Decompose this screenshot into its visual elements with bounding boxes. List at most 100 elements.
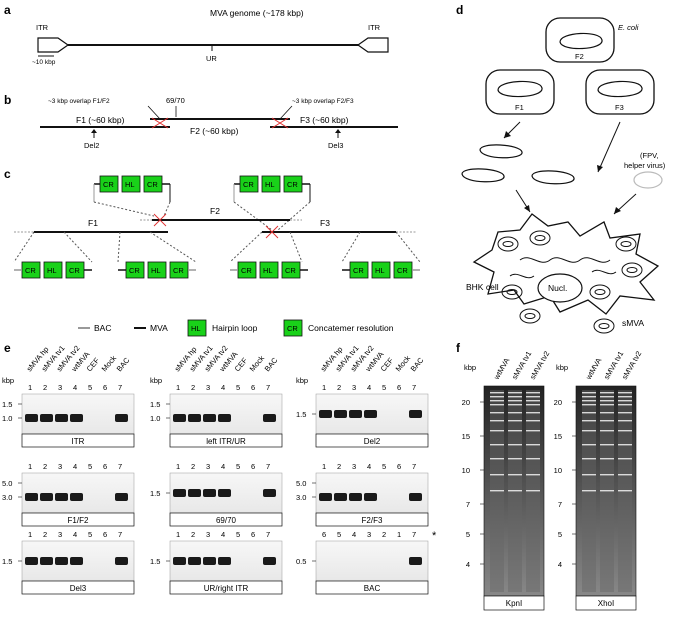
pfge-band (582, 430, 596, 432)
pfge-band (618, 396, 632, 398)
pfge-band (618, 392, 632, 394)
panel-d-workflow: E. coli F2 F1 F3 (FPV, helper virus) Nuc… (461, 17, 666, 334)
asterisk: * (432, 530, 437, 542)
lane-number: 4 (221, 462, 225, 471)
construct-bottom-2: CR HL CR (118, 261, 196, 279)
svg-text:CR: CR (129, 266, 140, 275)
pfge-band (526, 392, 540, 394)
marker-label: 1.0 (2, 414, 12, 423)
lane-number: 5 (382, 383, 386, 392)
construct-bottom-4: CR HL CR (342, 261, 420, 279)
gel-caption: Del3 (70, 584, 87, 593)
lane-label: BAC (263, 355, 280, 373)
pfge-band (582, 490, 596, 492)
gel-band (115, 414, 128, 422)
kbp-label: kbp (150, 376, 162, 385)
gel-band (188, 489, 201, 497)
panel-c-bac-constructs: CR HL CR CR HL CR F2 F1 (13, 175, 421, 279)
lane-number: 2 (43, 383, 47, 392)
pfge-enzyme: XhoI (598, 599, 614, 608)
pfge-caption-box (483, 595, 545, 611)
lane-number: 5 (337, 530, 341, 539)
lane-number: 3 (206, 462, 210, 471)
pfge-band (600, 490, 614, 492)
marker-label: 1.5 (296, 410, 306, 419)
gel-band (173, 557, 186, 565)
pfge-band (600, 420, 614, 422)
lane-number: 1 (322, 383, 326, 392)
lane-number: 2 (382, 530, 386, 539)
gel-band (263, 557, 276, 565)
marker-label: 1.5 (2, 400, 12, 409)
lane-number: 6 (322, 530, 326, 539)
construct-top-left: CR HL CR (93, 175, 171, 202)
lane-number: 1 (176, 383, 180, 392)
panel-letter-d: d (456, 3, 463, 17)
gel-band (364, 410, 377, 418)
pfge-band (526, 412, 540, 414)
pfge-band (582, 400, 596, 402)
lane-number: 5 (236, 383, 240, 392)
panel-b-fragments: ~3 kbp overlap F1/F2 69/70 ~3 kbp overla… (40, 96, 398, 150)
pfge-band (526, 420, 540, 422)
gel-band (334, 493, 347, 501)
lane-number: 1 (28, 383, 32, 392)
lane-label: Mock (100, 354, 119, 374)
pfge-band (600, 444, 614, 446)
c-f1-label: F1 (88, 218, 98, 228)
pfge-kbp-label: kbp (556, 363, 568, 372)
gel-caption-box (169, 433, 283, 448)
lane-number: 4 (73, 462, 77, 471)
helper-line2: helper virus) (624, 161, 666, 170)
legend-mva: MVA (150, 323, 168, 333)
svg-text:HL: HL (125, 180, 135, 189)
itr-right-box (356, 37, 389, 53)
pfge-band (508, 392, 522, 394)
pfge-marker: 4 (466, 560, 470, 569)
pfge-marker: 10 (462, 466, 470, 475)
bhk-cell (472, 213, 660, 315)
marker-label: 3.0 (2, 493, 12, 502)
panel-letter-c: c (4, 167, 11, 181)
pfge-band (490, 490, 504, 492)
lane-number: 3 (206, 383, 210, 392)
gel-caption: UR/right ITR (204, 584, 249, 593)
lane-number: 1 (28, 462, 32, 471)
gel-band (203, 489, 216, 497)
lane-number: 5 (88, 462, 92, 471)
legend-concatemer: Concatemer resolution (308, 323, 394, 333)
lane-number: 1 (28, 530, 32, 539)
pfge-caption-box (575, 595, 637, 611)
lane-number: 3 (58, 530, 62, 539)
gel-band (319, 410, 332, 418)
lane-number: 6 (251, 462, 255, 471)
pfge-band (582, 474, 596, 476)
lane-number: 3 (352, 462, 356, 471)
gel-band (70, 414, 83, 422)
lane-number: 7 (266, 530, 270, 539)
pfge-lane-label: wtMVA (583, 356, 603, 381)
svg-text:CR: CR (353, 266, 364, 275)
lane-number: 4 (352, 530, 356, 539)
svg-text:HL: HL (375, 266, 385, 275)
construct-bottom-1: CR HL CR (14, 261, 92, 279)
pfge-band (618, 420, 632, 422)
pfge-band (490, 474, 504, 476)
gel-band (25, 557, 38, 565)
gel-band (115, 493, 128, 501)
pfge-marker: 15 (554, 432, 562, 441)
lane-number: 7 (118, 383, 122, 392)
lane-number: 2 (337, 462, 341, 471)
lane-number: 1 (176, 462, 180, 471)
pfge-marker: 20 (462, 398, 470, 407)
svg-text:CR: CR (285, 266, 296, 275)
marker-label: 1.5 (150, 400, 160, 409)
gel-band (25, 414, 38, 422)
f1-label: F1 (~60 kbp) (76, 115, 125, 125)
pfge-marker: 15 (462, 432, 470, 441)
pfge-band (600, 400, 614, 402)
lane-number: 6 (251, 383, 255, 392)
pfge-band (618, 458, 632, 460)
pfge-band (526, 474, 540, 476)
